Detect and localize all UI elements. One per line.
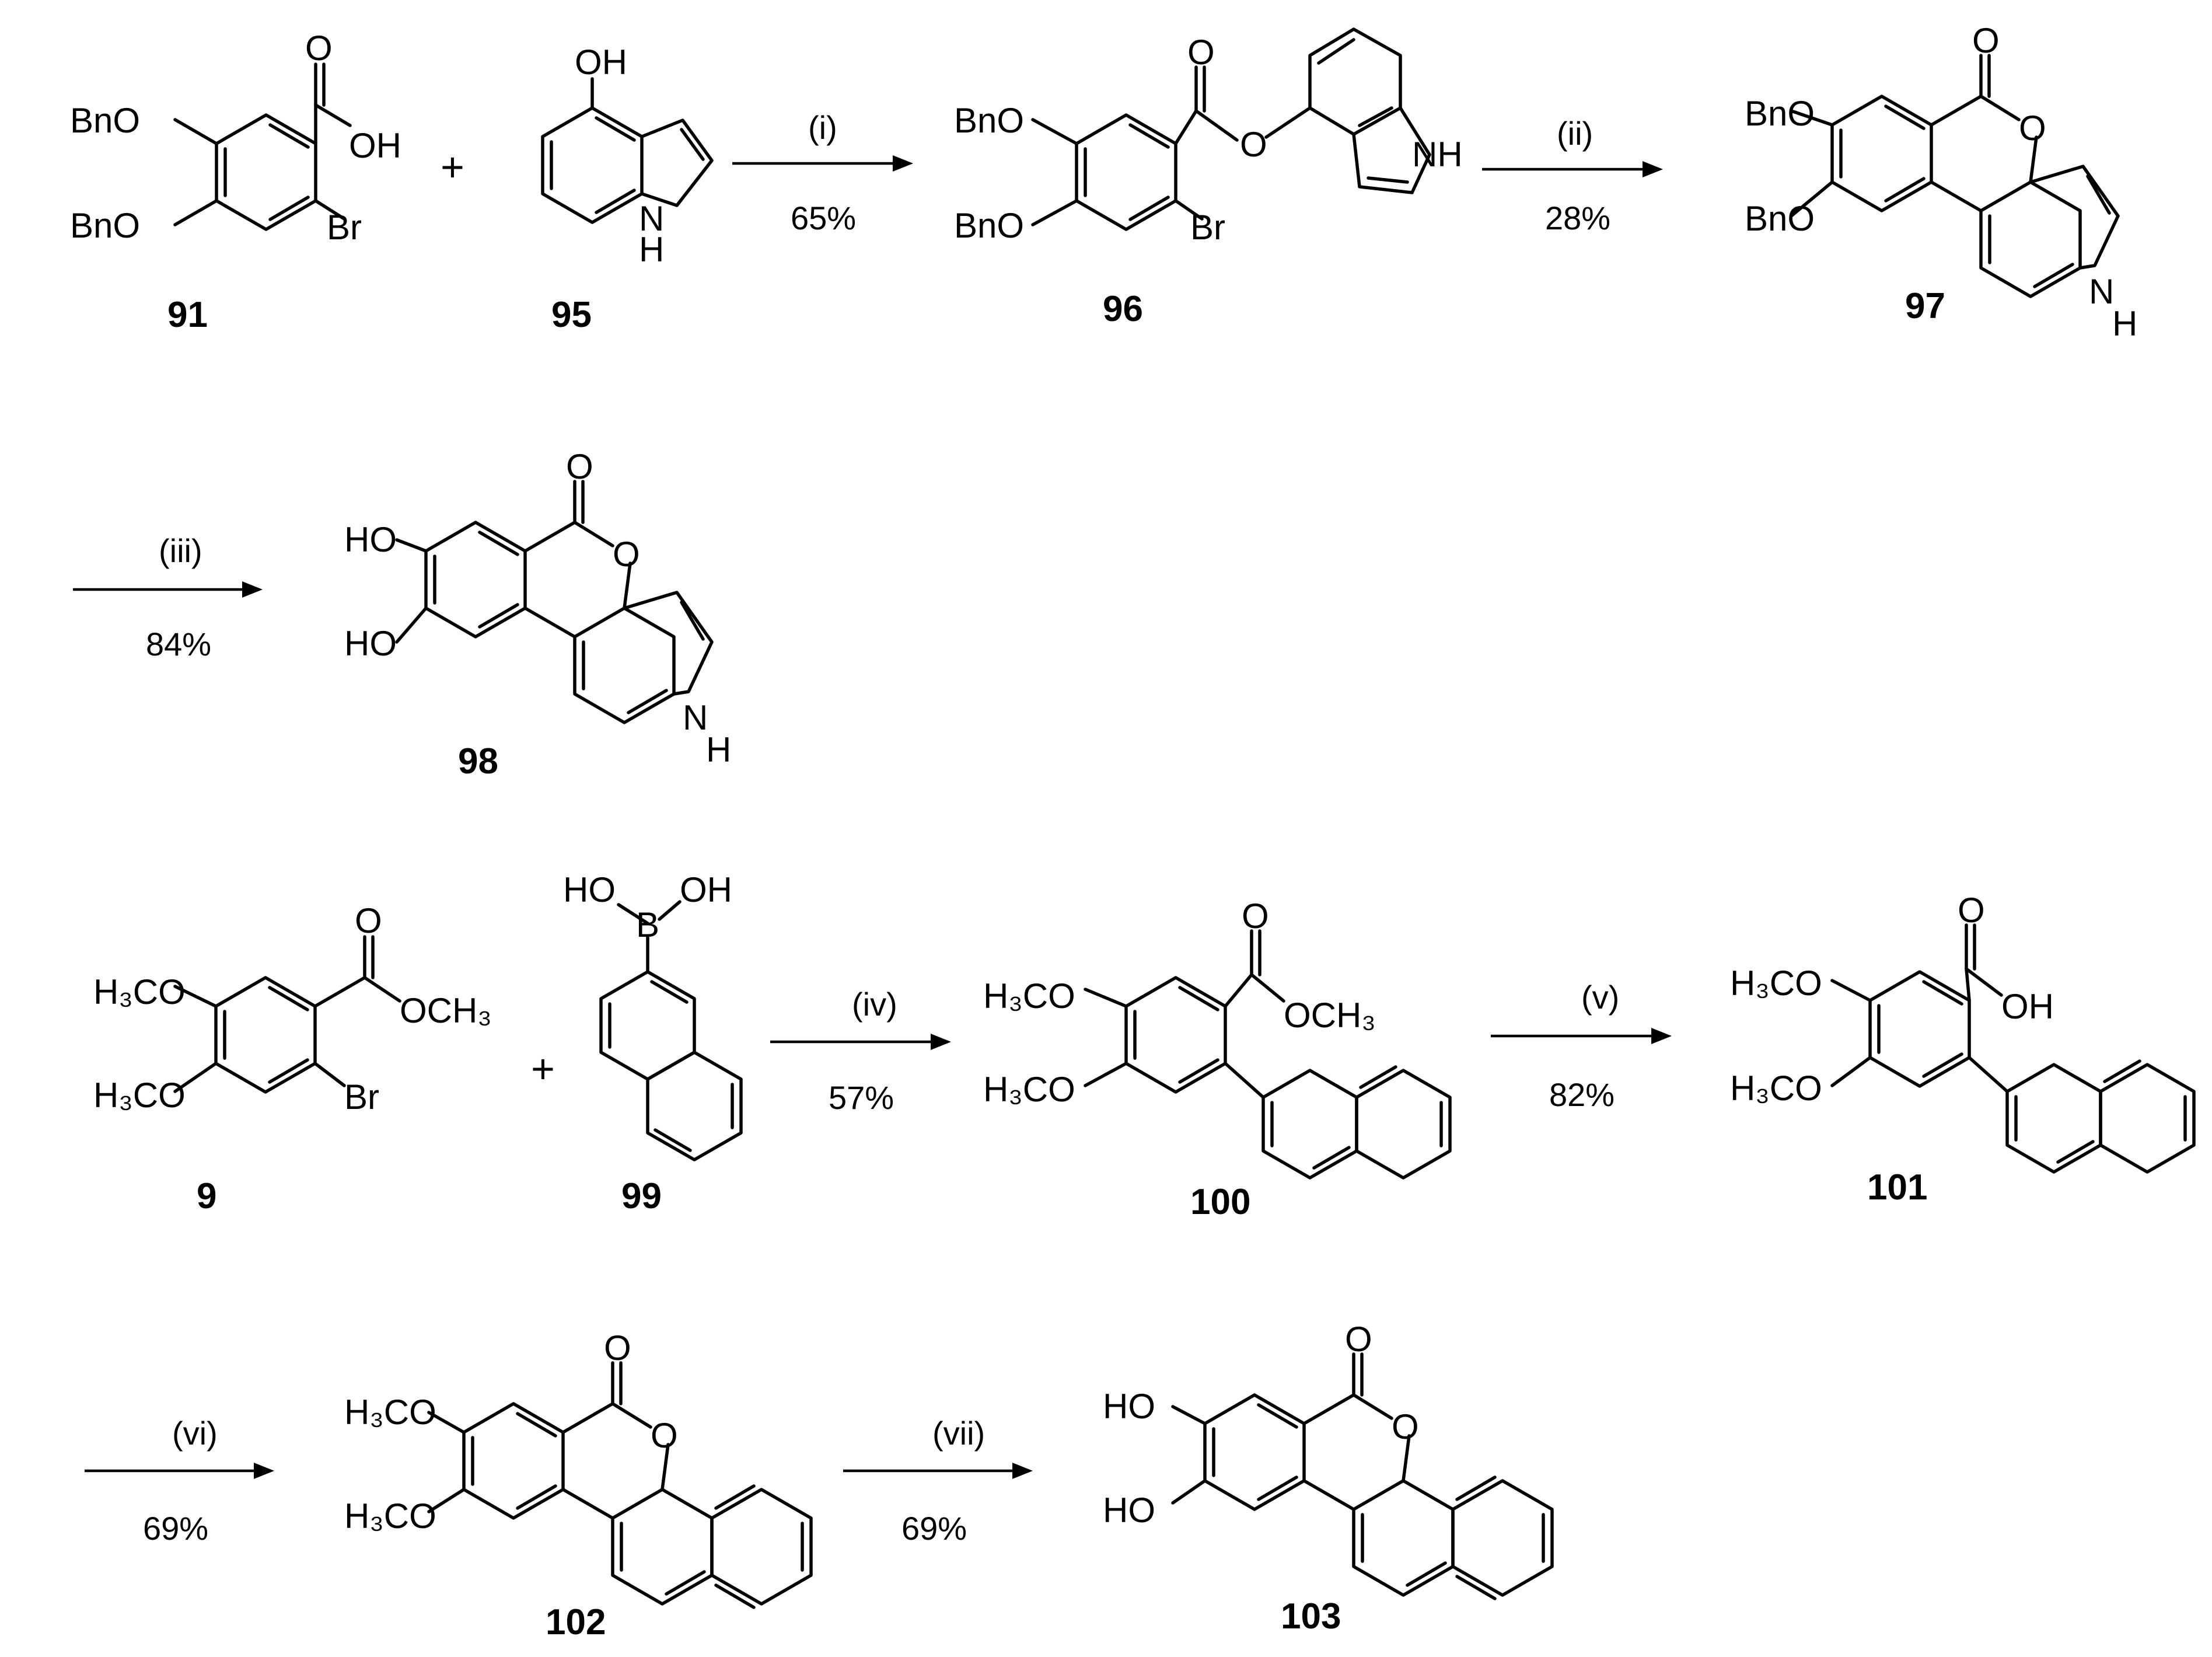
c102-ome-top: H₃CO [344, 1393, 436, 1432]
c98-ring-o: O [613, 535, 640, 574]
plus-sign-row3: + [531, 1046, 555, 1091]
yield-v: 82% [1549, 1076, 1615, 1113]
c9-ester: OCH₃ [400, 991, 492, 1030]
c102-ome-bottom: H₃CO [344, 1496, 436, 1536]
c91-bno-bottom: BnO [70, 206, 140, 245]
reagent-i: (i) [808, 109, 837, 146]
arrow-step-ii: (ii) 28% [1482, 115, 1663, 236]
plus-sign-row1: + [441, 144, 464, 190]
c100-ome-bottom: H₃CO [983, 1070, 1075, 1109]
compound-label-99: 99 [621, 1176, 662, 1216]
c103-carbonyl-o: O [1345, 1320, 1372, 1359]
c91-carbonyl-o: O [305, 29, 333, 68]
reagent-vii: (vii) [932, 1415, 985, 1452]
c9-carbonyl-o: O [355, 901, 382, 940]
c96-br: Br [1190, 208, 1225, 247]
arrow-step-i: (i) 65% [732, 109, 913, 236]
c101-oh: OH [2001, 987, 2054, 1026]
yield-iv: 57% [829, 1079, 894, 1116]
compound-label-91: 91 [167, 295, 208, 335]
compound-102: H₃CO H₃CO O O 102 [344, 1328, 813, 1642]
c95-oh: OH [575, 43, 627, 82]
compound-label-98: 98 [458, 741, 498, 782]
yield-iii: 84% [146, 626, 211, 662]
compound-99: HO B OH 99 [563, 870, 743, 1216]
arrow-step-iv: (iv) 57% [770, 986, 951, 1116]
compound-101: H₃CO H₃CO O OH 101 [1730, 891, 2196, 1208]
compound-97: BnO BnO O O N H 97 [1745, 21, 2137, 343]
compound-98: HO HO O O N H 98 [344, 447, 731, 782]
reagent-iv: (iv) [852, 986, 897, 1023]
c97-n: N [2089, 272, 2114, 311]
c97-bno-bottom: BnO [1745, 199, 1815, 238]
c98-carbonyl-o: O [566, 447, 593, 486]
c99-ho: HO [563, 870, 616, 909]
c9-ome-bottom: H₃CO [93, 1076, 186, 1115]
c102-carbonyl-o: O [604, 1328, 631, 1368]
c98-n: N [683, 698, 708, 737]
c101-ome-top: H₃CO [1730, 964, 1822, 1003]
c100-ester: OCH₃ [1284, 996, 1376, 1035]
c97-bno-top: BnO [1745, 94, 1815, 133]
c97-carbonyl-o: O [1972, 21, 2000, 60]
c95-nh-h: H [639, 230, 664, 269]
c96-nh: NH [1412, 135, 1463, 174]
yield-vi: 69% [143, 1510, 208, 1547]
compound-label-96: 96 [1103, 289, 1143, 329]
c9-br: Br [344, 1077, 379, 1117]
reagent-iii: (iii) [159, 532, 202, 569]
arrow-step-iii: (iii) 84% [73, 532, 263, 662]
c96-bno-bottom: BnO [954, 206, 1024, 245]
c96-ester-o: O [1240, 125, 1267, 164]
arrow-step-v: (v) 82% [1491, 979, 1672, 1113]
c99-b: B [636, 905, 659, 944]
c98-ho-top: HO [344, 520, 397, 559]
c95-n: N [639, 199, 664, 238]
arrow-step-vi: (vi) 69% [85, 1415, 274, 1547]
c103-ring-o: O [1392, 1407, 1419, 1446]
compound-9: H₃CO H₃CO O OCH₃ Br 9 [93, 901, 492, 1216]
reagent-v: (v) [1581, 979, 1619, 1016]
c98-nh-h: H [706, 730, 731, 769]
c103-ho-bottom: HO [1103, 1491, 1155, 1530]
compound-100: H₃CO H₃CO O OCH₃ 100 [983, 896, 1452, 1222]
c9-ome-top: H₃CO [93, 972, 186, 1011]
compound-label-103: 103 [1281, 1596, 1341, 1637]
c98-ho-bottom: HO [344, 624, 397, 663]
c91-oh: OH [349, 126, 401, 165]
reagent-vi: (vi) [172, 1415, 218, 1452]
compound-label-95: 95 [551, 295, 592, 335]
c97-nh-h: H [2112, 304, 2137, 343]
compound-91: BnO BnO O OH Br 91 [70, 29, 401, 335]
compound-103: HO HO O O 103 [1103, 1320, 1554, 1637]
compound-95: OH N H 95 [541, 43, 714, 335]
c101-ome-bottom: H₃CO [1730, 1069, 1822, 1108]
compound-96: BnO BnO O O NH Br 96 [954, 27, 1463, 329]
c91-bno-top: BnO [70, 101, 140, 140]
c100-ome-top: H₃CO [983, 976, 1075, 1016]
yield-vii: 69% [901, 1510, 967, 1547]
compound-label-100: 100 [1190, 1182, 1250, 1222]
yield-ii: 28% [1545, 200, 1610, 236]
c96-carbonyl-o: O [1187, 33, 1215, 72]
c99-oh: OH [680, 870, 732, 909]
compound-label-9: 9 [197, 1176, 216, 1216]
c102-ring-o: O [651, 1416, 678, 1455]
c97-ring-o: O [2019, 109, 2046, 148]
c96-bno-top: BnO [954, 101, 1024, 140]
compound-label-102: 102 [546, 1602, 606, 1642]
reagent-ii: (ii) [1557, 115, 1593, 152]
c100-carbonyl-o: O [1242, 896, 1269, 936]
c91-br: Br [327, 208, 362, 247]
c103-ho-top: HO [1103, 1387, 1155, 1426]
yield-i: 65% [791, 200, 856, 236]
compound-label-101: 101 [1867, 1167, 1927, 1208]
compound-label-97: 97 [1905, 286, 1945, 326]
c101-carbonyl-o: O [1958, 891, 1985, 930]
arrow-step-vii: (vii) 69% [843, 1415, 1033, 1547]
